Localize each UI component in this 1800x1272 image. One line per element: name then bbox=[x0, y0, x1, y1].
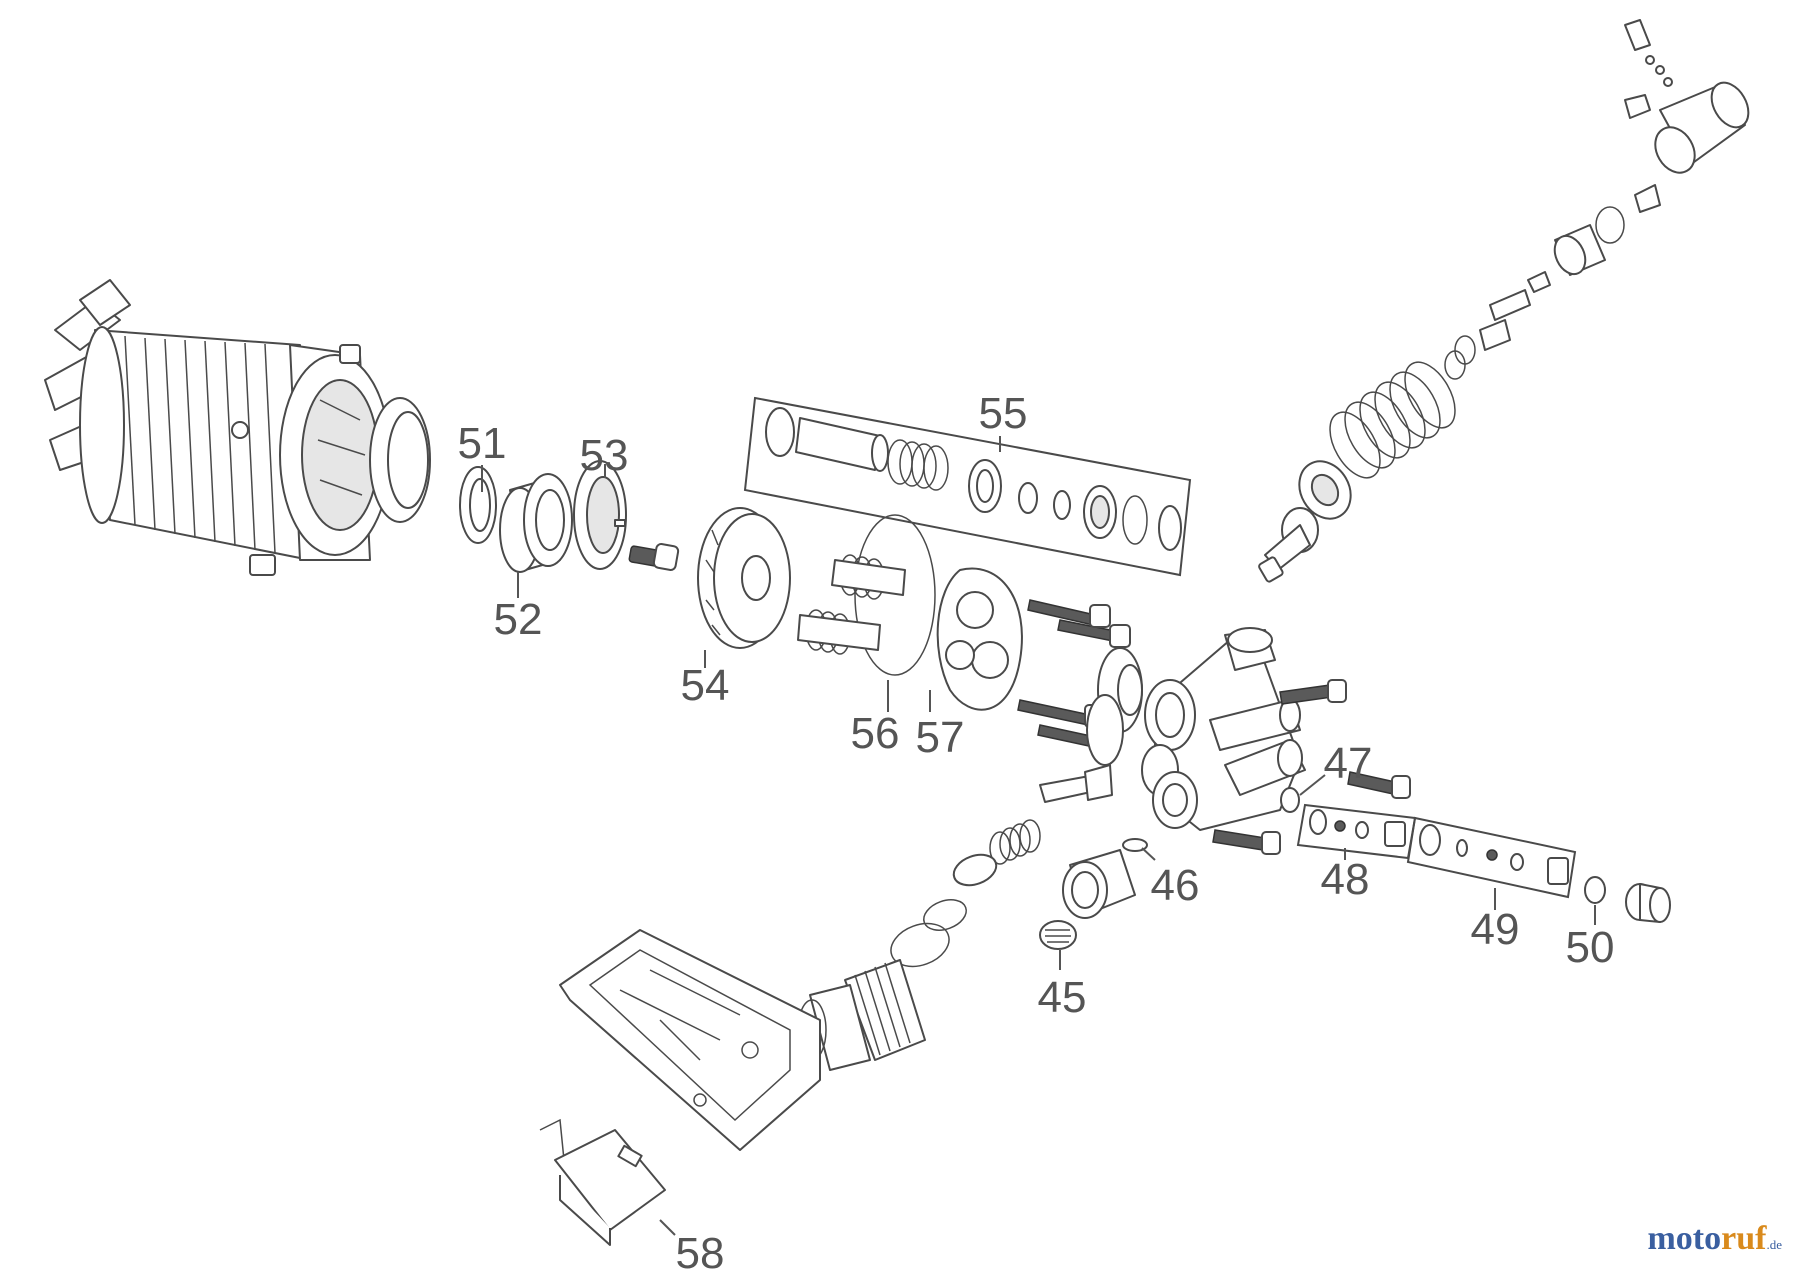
part-54-swash-plate bbox=[697, 507, 791, 649]
bypass-piston bbox=[890, 764, 1113, 968]
label-46: 46 bbox=[1151, 861, 1200, 910]
switch-plate bbox=[559, 929, 821, 1151]
unloader-valve-assembly bbox=[1258, 19, 1750, 583]
label-48: 48 bbox=[1321, 855, 1370, 904]
label-55: 55 bbox=[979, 389, 1028, 438]
label-50: 50 bbox=[1566, 923, 1615, 972]
brand-suffix: .de bbox=[1766, 1237, 1782, 1252]
part-52-ball-bearing bbox=[499, 473, 573, 573]
label-45: 45 bbox=[1038, 973, 1087, 1022]
part-49-valve-kit bbox=[1406, 816, 1577, 899]
part-45-inlet-filter bbox=[1039, 920, 1077, 950]
label-53: 53 bbox=[580, 431, 629, 480]
part-50-o-ring bbox=[1584, 876, 1606, 904]
pump-head bbox=[1141, 627, 1306, 831]
part-56-pistons-springs bbox=[797, 514, 936, 676]
part-58-microswitch bbox=[539, 1118, 666, 1246]
label-47: 47 bbox=[1324, 739, 1373, 788]
label-56: 56 bbox=[851, 709, 900, 758]
screw-icon bbox=[628, 543, 680, 571]
leader-lines bbox=[481, 436, 1596, 1236]
part-55-piston-kit bbox=[743, 396, 1192, 577]
part-47-o-ring bbox=[1280, 787, 1300, 813]
label-51: 51 bbox=[458, 419, 507, 468]
brand-logo: motoruf.de bbox=[1647, 1220, 1782, 1258]
label-54: 54 bbox=[681, 661, 730, 710]
part-51-seal-ring bbox=[459, 466, 497, 544]
brand-part1: moto bbox=[1647, 1220, 1722, 1257]
motor-housing bbox=[44, 279, 431, 576]
part-53-retaining-cup bbox=[573, 460, 627, 570]
part-46-o-ring bbox=[1122, 838, 1148, 852]
part-labels: 51 52 53 54 55 56 57 47 48 46 45 49 50 5… bbox=[458, 389, 1615, 1272]
label-57: 57 bbox=[916, 713, 965, 762]
part-57-cylinder-block bbox=[936, 567, 1143, 766]
label-49: 49 bbox=[1471, 905, 1520, 954]
part-48-valve-kit bbox=[1296, 803, 1417, 860]
inlet-fitting bbox=[1062, 849, 1136, 919]
label-52: 52 bbox=[494, 595, 543, 644]
plug-icon bbox=[1625, 883, 1671, 923]
bolt-icon bbox=[1212, 679, 1411, 855]
label-58: 58 bbox=[676, 1229, 725, 1272]
brand-part2: ruf bbox=[1721, 1220, 1767, 1257]
